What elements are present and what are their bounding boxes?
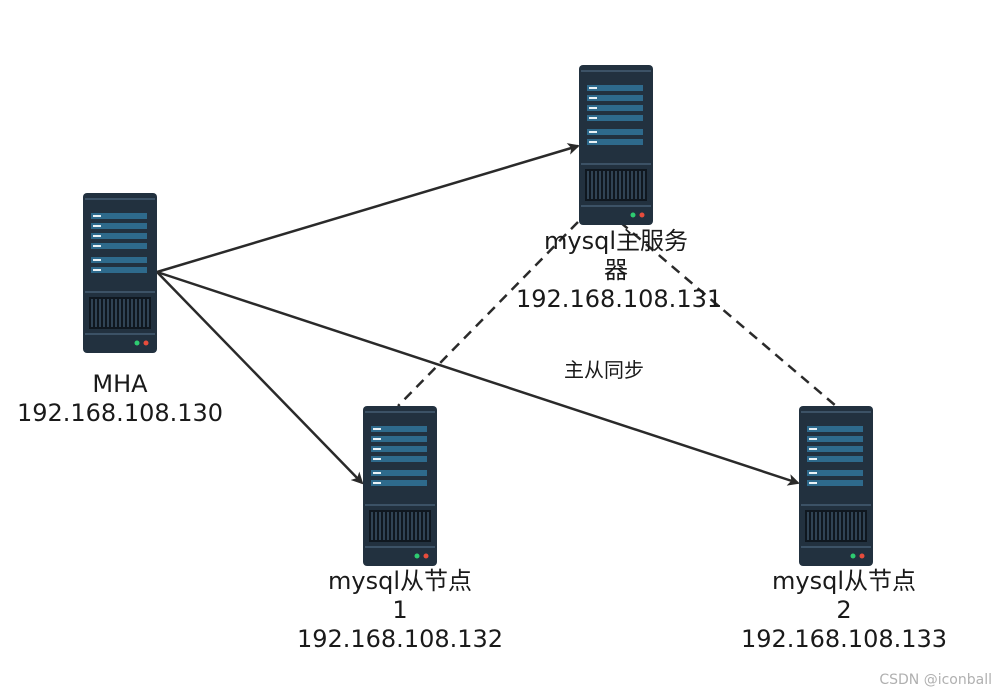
node-ip-slave2: 192.168.108.133 <box>740 625 948 653</box>
node-ip-mha: 192.168.108.130 <box>16 399 224 427</box>
node-label-master: mysql主服务 器 192.168.108.131 <box>516 227 723 314</box>
node-name-master-line2: 器 <box>604 256 628 284</box>
server-mha-icon <box>83 193 157 353</box>
node-name-slave2-line1: mysql从节点 <box>772 567 916 595</box>
edge-mha-to-slave1 <box>156 271 364 485</box>
watermark: CSDN @iconball <box>879 672 992 688</box>
edge-sync-master-slave1 <box>397 221 579 407</box>
node-name-slave1-line1: mysql从节点 <box>328 567 472 595</box>
node-name-mha: MHA <box>92 370 148 398</box>
node-label-slave1: mysql从节点 1 192.168.108.132 <box>290 567 510 654</box>
node-label-mha: MHA 192.168.108.130 <box>10 370 230 428</box>
node-name-slave1-line2: 1 <box>392 596 408 624</box>
edge-mha-to-slave2 <box>156 270 800 486</box>
server-slave1-icon <box>363 406 437 566</box>
server-master-icon <box>579 65 653 225</box>
node-name-master-line1: mysql主服务 <box>544 227 688 255</box>
node-name-slave2-line2: 2 <box>836 596 852 624</box>
server-slave2-icon <box>799 406 873 566</box>
node-ip-slave1: 192.168.108.132 <box>296 625 504 653</box>
node-ip-master: 192.168.108.131 <box>516 285 723 313</box>
edge-label-replication: 主从同步 <box>564 358 644 382</box>
edge-mha-to-master <box>156 143 580 274</box>
edge-sync-master-slave2 <box>619 221 837 407</box>
node-label-slave2: mysql从节点 2 192.168.108.133 <box>734 567 954 654</box>
